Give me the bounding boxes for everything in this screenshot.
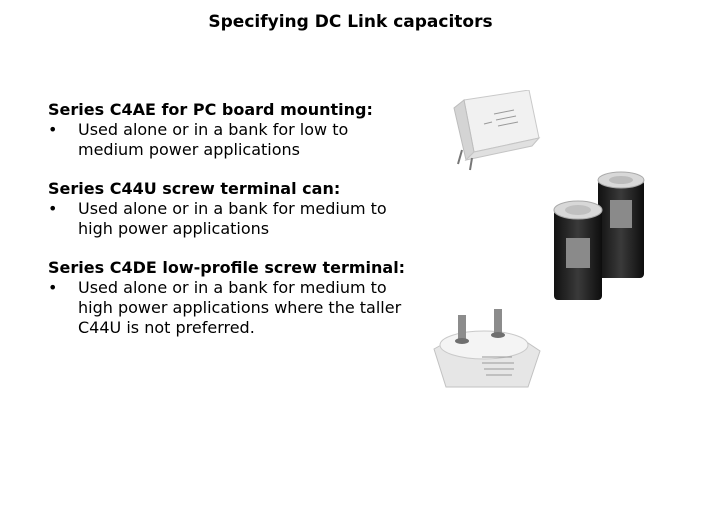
section-heading: Series C4AE for PC board mounting:: [48, 100, 373, 119]
bullet-dot: •: [48, 199, 58, 218]
section-heading: Series C4DE low-profile screw terminal:: [48, 258, 406, 277]
bullet-item: • Used alone or in a bank for medium to …: [48, 278, 418, 338]
section-c44u: Series C44U screw terminal can: • Used a…: [48, 179, 418, 239]
section-heading: Series C44U screw terminal can:: [48, 179, 341, 198]
section-c4ae: Series C4AE for PC board mounting: • Use…: [48, 100, 418, 160]
bullet-text: Used alone or in a bank for medium to hi…: [78, 278, 402, 337]
c44u-capacitor-image: [553, 171, 645, 300]
content-area: Series C4AE for PC board mounting: • Use…: [48, 100, 418, 357]
c4de-capacitor-image: [433, 309, 541, 388]
bullet-item: • Used alone or in a bank for medium to …: [48, 199, 418, 239]
bullet-dot: •: [48, 120, 58, 139]
section-c4de: Series C4DE low-profile screw terminal: …: [48, 258, 418, 338]
bullet-dot: •: [48, 278, 58, 297]
slide-title: Specifying DC Link capacitors: [208, 12, 493, 32]
c4ae-capacitor-image: [453, 90, 541, 171]
bullet-text: Used alone or in a bank for low to mediu…: [78, 120, 349, 159]
bullet-item: • Used alone or in a bank for low to med…: [48, 120, 418, 160]
bullet-text: Used alone or in a bank for medium to hi…: [78, 199, 387, 238]
